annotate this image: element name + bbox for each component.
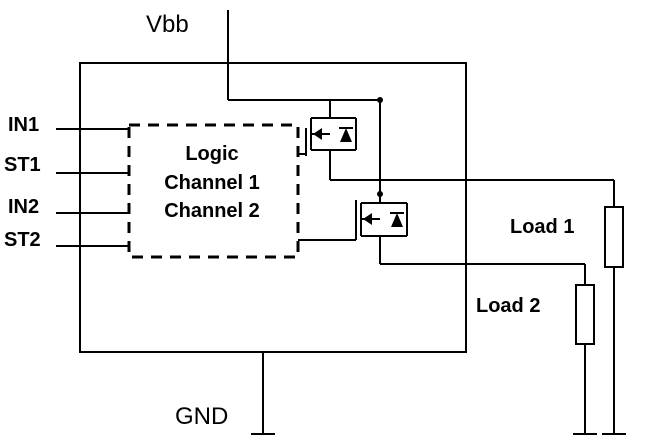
channel2-label: Channel 2 xyxy=(164,200,260,222)
channel1-label: Channel 1 xyxy=(164,172,260,194)
load2-resistor xyxy=(575,284,595,345)
pin-st2-label: ST2 xyxy=(4,229,41,251)
body-diode-1 xyxy=(340,128,352,142)
body-diode-2 xyxy=(391,213,403,227)
load1-label: Load 1 xyxy=(510,216,574,238)
load1-resistor xyxy=(604,206,624,268)
mosfet-switch-1 xyxy=(310,117,357,151)
pin-in2-label: IN2 xyxy=(8,196,39,218)
load2-label: Load 2 xyxy=(476,295,540,317)
supply-label: Vbb xyxy=(146,11,189,38)
logic-label: Logic xyxy=(185,143,238,165)
junction-dot xyxy=(377,191,383,197)
pin-in1-label: IN1 xyxy=(8,114,39,136)
ground-label: GND xyxy=(175,403,228,430)
pin-st1-label: ST1 xyxy=(4,154,41,176)
mosfet-switch-2 xyxy=(360,202,408,237)
logic-block xyxy=(127,123,300,259)
device-outline xyxy=(79,62,467,353)
